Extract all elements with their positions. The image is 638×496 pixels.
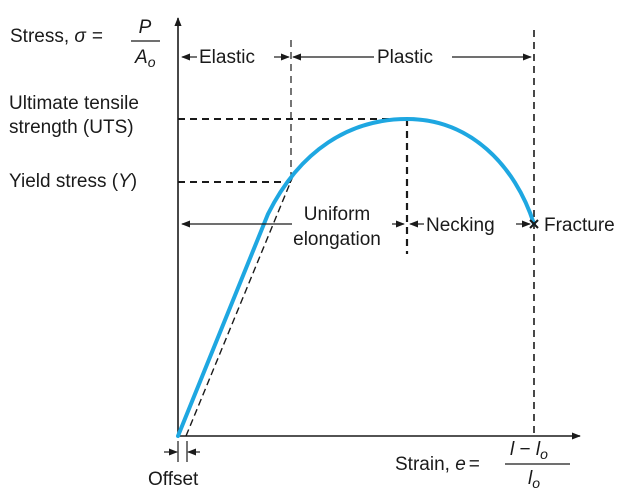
- stress-strain-curve: [176, 117, 536, 438]
- fracture-marker-icon: [529, 219, 539, 229]
- uniform-label-line1: Uniform: [304, 204, 371, 225]
- uniform-label-line2: elongation: [293, 229, 381, 250]
- y-axis-label-numerator: P: [139, 17, 152, 38]
- x-axis-label-numerator: l − lo: [510, 439, 548, 462]
- uts-label-line2: strength (UTS): [9, 117, 134, 138]
- yield-stress-label: Yield stress (Y): [9, 171, 137, 192]
- y-axis-label-denominator: Ao: [134, 47, 156, 70]
- fracture-label: Fracture: [544, 215, 615, 236]
- offset-label: Offset: [148, 469, 199, 490]
- plastic-label: Plastic: [377, 47, 433, 68]
- offset-dashed-line: [185, 175, 294, 437]
- y-axis-label: Stress, σ=: [10, 26, 103, 47]
- x-axis-label-denominator: lo: [528, 468, 540, 491]
- necking-label: Necking: [426, 215, 495, 236]
- x-axis-label: Strain, e=: [395, 454, 480, 475]
- uts-label-line1: Ultimate tensile: [9, 93, 139, 114]
- elastic-label: Elastic: [199, 47, 255, 68]
